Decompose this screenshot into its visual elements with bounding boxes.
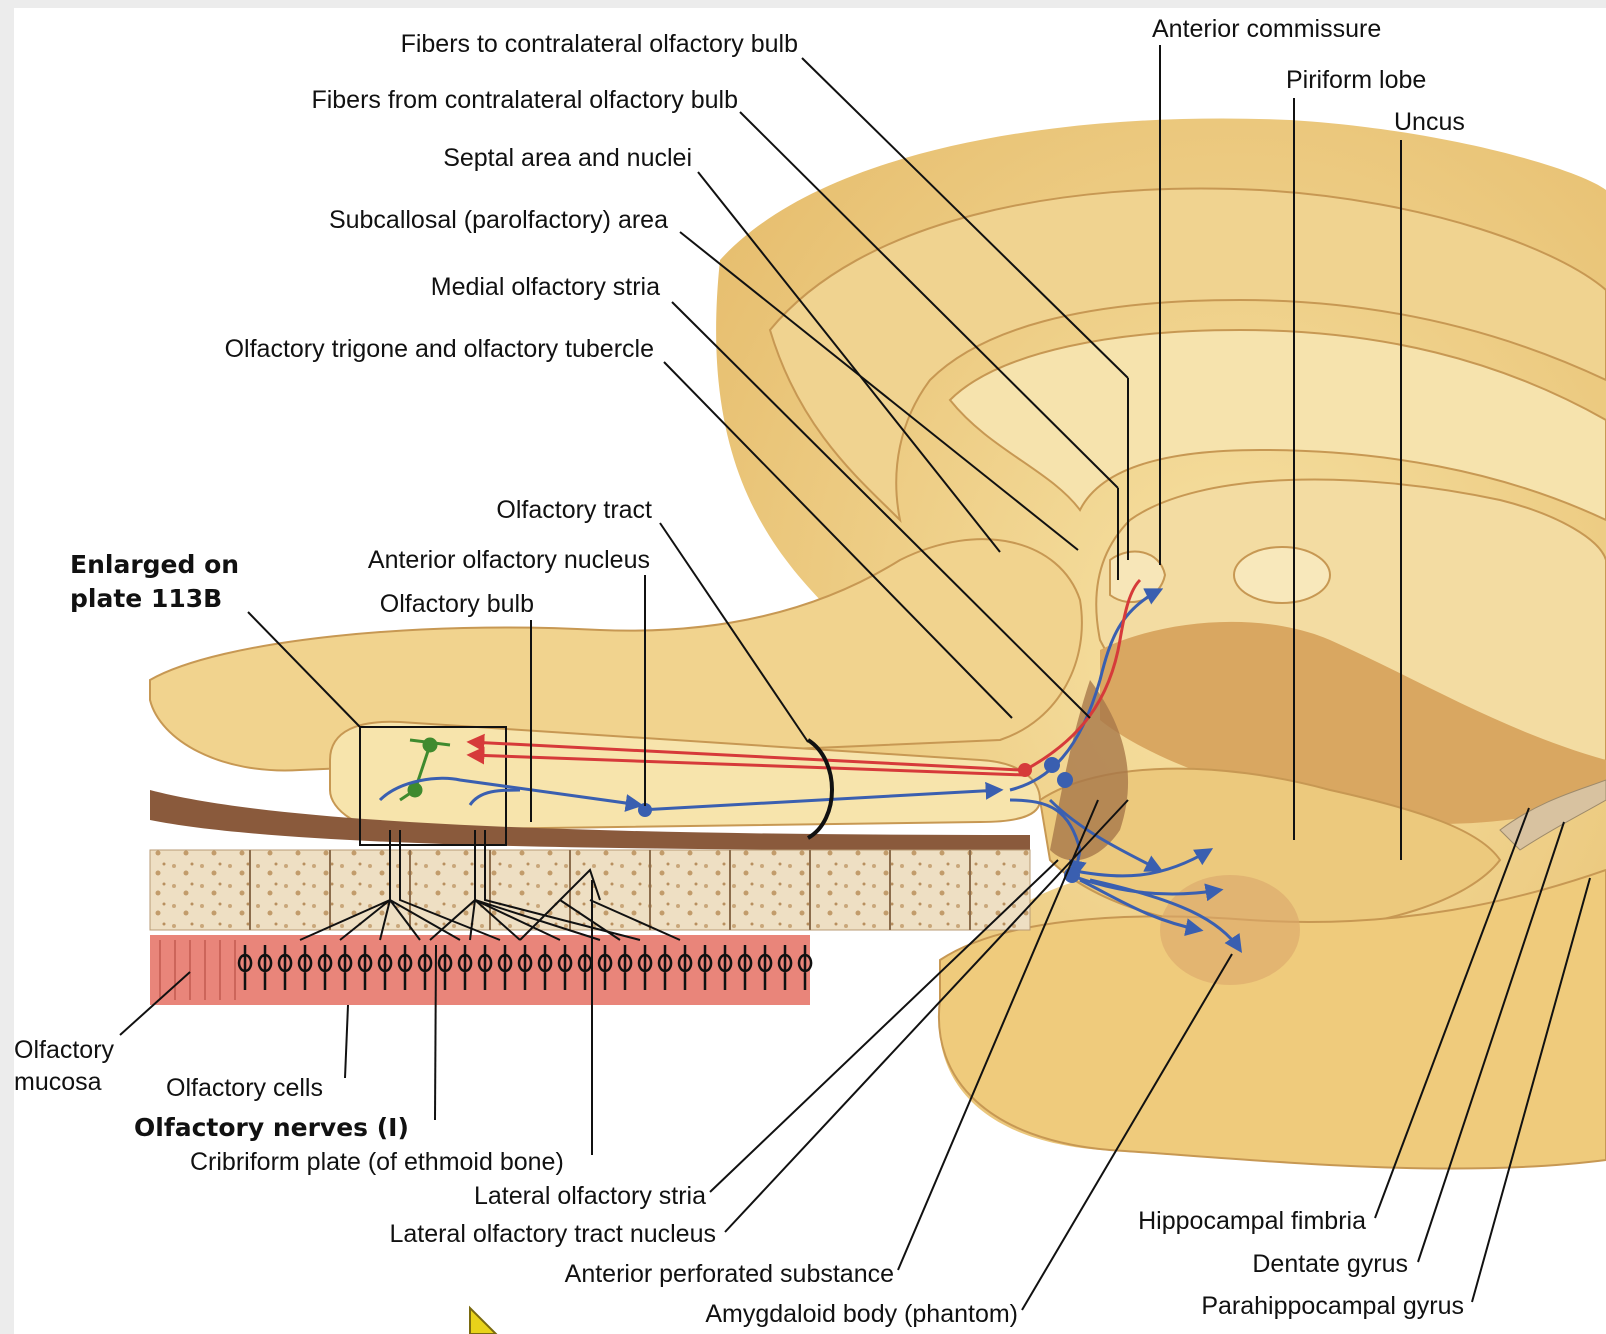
- cribriform-plate-bone: [150, 850, 1030, 930]
- efferent-nucleus: [1018, 763, 1032, 777]
- label-olfactory-mucosa-line2: mucosa: [14, 1070, 102, 1095]
- label-olfactory-nerves: Olfactory nerves (I): [134, 1115, 409, 1140]
- label-olfactory-cells: Olfactory cells: [166, 1076, 323, 1101]
- label-subcallosal-area: Subcallosal (parolfactory) area: [329, 208, 668, 233]
- label-anterior-commissure: Anterior commissure: [1152, 17, 1381, 42]
- label-medial-olfactory-stria: Medial olfactory stria: [431, 275, 660, 300]
- label-anterior-perforated-substance: Anterior perforated substance: [565, 1262, 894, 1287]
- label-lateral-olfactory-stria: Lateral olfactory stria: [474, 1184, 706, 1209]
- label-enlarged-line1: Enlarged on: [70, 552, 239, 577]
- label-enlarged-line2: plate 113B: [70, 586, 222, 611]
- label-amygdaloid-body: Amygdaloid body (phantom): [705, 1302, 1018, 1327]
- label-olfactory-mucosa-line1: Olfactory: [14, 1038, 114, 1063]
- label-olfactory-trigone: Olfactory trigone and olfactory tubercle: [225, 337, 654, 362]
- label-lateral-olfactory-tract-nucleus: Lateral olfactory tract nucleus: [389, 1222, 716, 1247]
- label-anterior-olfactory-nucleus: Anterior olfactory nucleus: [368, 548, 650, 573]
- label-parahippocampal-gyrus: Parahippocampal gyrus: [1201, 1294, 1464, 1319]
- label-dentate-gyrus: Dentate gyrus: [1252, 1252, 1408, 1277]
- label-septal-area: Septal area and nuclei: [443, 146, 692, 171]
- label-cribriform-plate: Cribriform plate (of ethmoid bone): [190, 1150, 564, 1175]
- olfactory-receptor-cells: [239, 945, 811, 990]
- label-olfactory-tract: Olfactory tract: [496, 498, 652, 523]
- label-piriform-lobe: Piriform lobe: [1286, 68, 1426, 93]
- label-olfactory-bulb: Olfactory bulb: [380, 592, 534, 617]
- label-hippocampal-fimbria: Hippocampal fimbria: [1138, 1209, 1366, 1234]
- label-fibers-from-contralateral: Fibers from contralateral olfactory bulb: [311, 88, 738, 113]
- label-uncus: Uncus: [1394, 110, 1465, 135]
- label-fibers-to-contralateral: Fibers to contralateral olfactory bulb: [401, 32, 798, 57]
